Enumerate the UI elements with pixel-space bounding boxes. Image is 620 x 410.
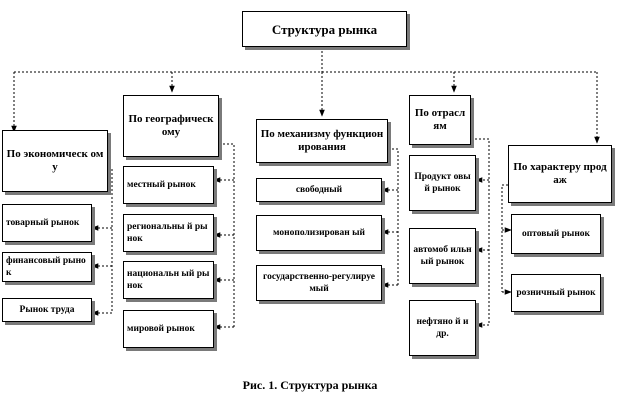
group-item-free: свободный: [256, 178, 382, 202]
group-item-financial-market: финансовый рынок: [2, 252, 92, 282]
figure-caption: Рис. 1. Структура рынка: [242, 378, 378, 392]
group-item-automobile-market: автомоб ильный рынок: [409, 228, 476, 284]
group-item-state-regulated: государственно-регулируемый: [256, 265, 382, 301]
group-item-monopolized: монополизирован ый: [256, 215, 382, 251]
group-item-labor-market: Рынок труда: [2, 298, 92, 322]
group-item-local-market: местный рынок: [123, 166, 214, 204]
group-item-world-market: мировой рынок: [123, 310, 214, 348]
group-head-mechanism: По механизму функционирования: [256, 119, 388, 163]
group-item-commodity-market: товарный рынок: [2, 204, 92, 242]
diagram-title: Структура рынка: [242, 11, 407, 47]
group-item-retail-market: розничный рынок: [511, 274, 601, 312]
group-head-geographic: По географическ ому: [123, 95, 219, 157]
group-head-industry: По отраслям: [409, 95, 471, 145]
group-item-food-market: Продукт овый рынок: [409, 155, 476, 211]
group-item-regional-market: региональны й рынок: [123, 214, 214, 252]
group-item-wholesale-market: оптовый рынок: [511, 214, 601, 254]
group-head-economic: По экономическ ому: [2, 130, 108, 192]
group-head-sales-type: По характеру продаж: [508, 145, 612, 203]
group-item-oil-and-other: нефтяно й и др.: [409, 300, 476, 356]
group-item-national-market: национальн ый рынок: [123, 261, 214, 299]
